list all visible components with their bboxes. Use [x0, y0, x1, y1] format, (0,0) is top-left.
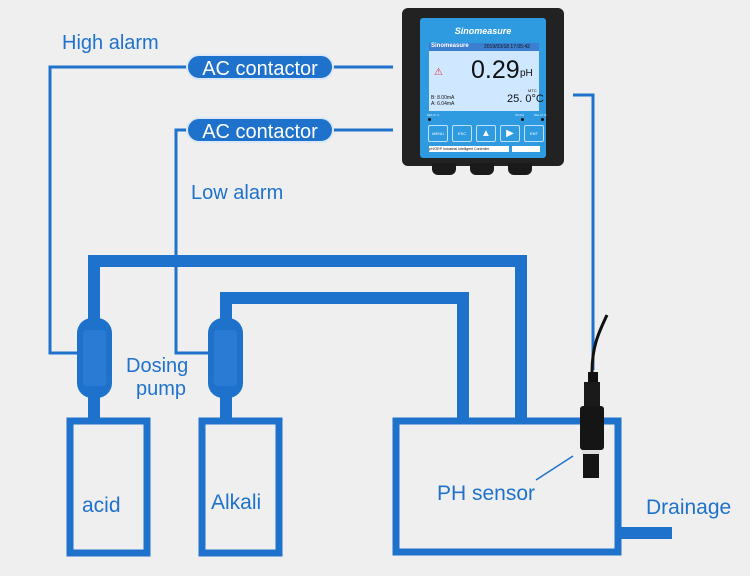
up-arrow-button[interactable]: ▲ [476, 125, 496, 142]
ph-unit: pH [520, 68, 533, 79]
ph-reading: 0.29 [471, 56, 520, 84]
ph-sensor-tip [583, 454, 599, 478]
acid-pump-body [83, 330, 106, 386]
reaction-tank [392, 417, 622, 556]
controller-brand: Sinomeasure [454, 26, 512, 36]
indicator-relay-a: RELAY A [427, 113, 440, 117]
controller-glands [432, 163, 532, 175]
acid-pipe [88, 255, 527, 418]
right-arrow-button[interactable]: ▶ [500, 125, 520, 142]
ph-controller: Sinomeasure Sinomeasure 2019/03/18 17:05… [402, 8, 564, 176]
alkali-pump-body [214, 330, 237, 386]
ph-sensor-head [584, 382, 600, 408]
led-relay-b [541, 118, 544, 121]
sensor-cable [590, 314, 609, 373]
controller-serial-plate [512, 146, 540, 152]
ph-sensor-body [580, 406, 604, 450]
ph-sensor-ring [582, 450, 600, 454]
controller-model-label: pH/ORP Industrial Intelligent Controller [429, 146, 509, 152]
ac-contactor-low: AC contactor [186, 117, 334, 143]
dosing-pump-label-line1: Dosing [126, 355, 189, 377]
current-b: B: 8.00mA [431, 95, 455, 101]
ac-contactor-high: AC contactor [186, 54, 334, 80]
led-relay-a [428, 118, 431, 121]
dosing-pump-label-line2: pump [136, 378, 187, 400]
ph-sensor-pointer [535, 455, 574, 481]
indicator-wash: WASH [515, 113, 524, 117]
current-a: A: 6.04mA [431, 101, 455, 107]
alkali-pipe [220, 292, 469, 418]
ent-button[interactable]: ENT [524, 125, 544, 142]
high-alarm-label: High alarm [62, 32, 159, 54]
screen-header [429, 43, 539, 51]
led-wash [521, 118, 524, 121]
ph-sensor-label: PH sensor [437, 482, 536, 505]
screen-datetime: 2019/03/18 17:05:42 [484, 44, 530, 50]
drainage-label: Drainage [646, 496, 732, 519]
esc-button[interactable]: ESC [452, 125, 472, 142]
low-alarm-label: Low alarm [191, 182, 284, 204]
acid-label: acid [82, 494, 121, 517]
acid-tank [66, 417, 151, 557]
temp-mode: MTC [528, 88, 537, 93]
alkali-tank [198, 417, 283, 557]
alkali-label: Alkali [211, 491, 262, 514]
controller-screen [429, 43, 539, 111]
menu-button[interactable]: MENU [428, 125, 448, 142]
ph-sensor-probe [588, 372, 598, 382]
indicator-relay-b: RELAY B [534, 113, 547, 117]
low-alarm-wire [174, 128, 393, 355]
sensor-signal-wire [573, 93, 595, 370]
temperature-reading: 25. 0°C [507, 93, 544, 105]
alarm-warning-icon: ⚠ [434, 67, 443, 78]
screen-brand: Sinomeasure [431, 43, 469, 49]
